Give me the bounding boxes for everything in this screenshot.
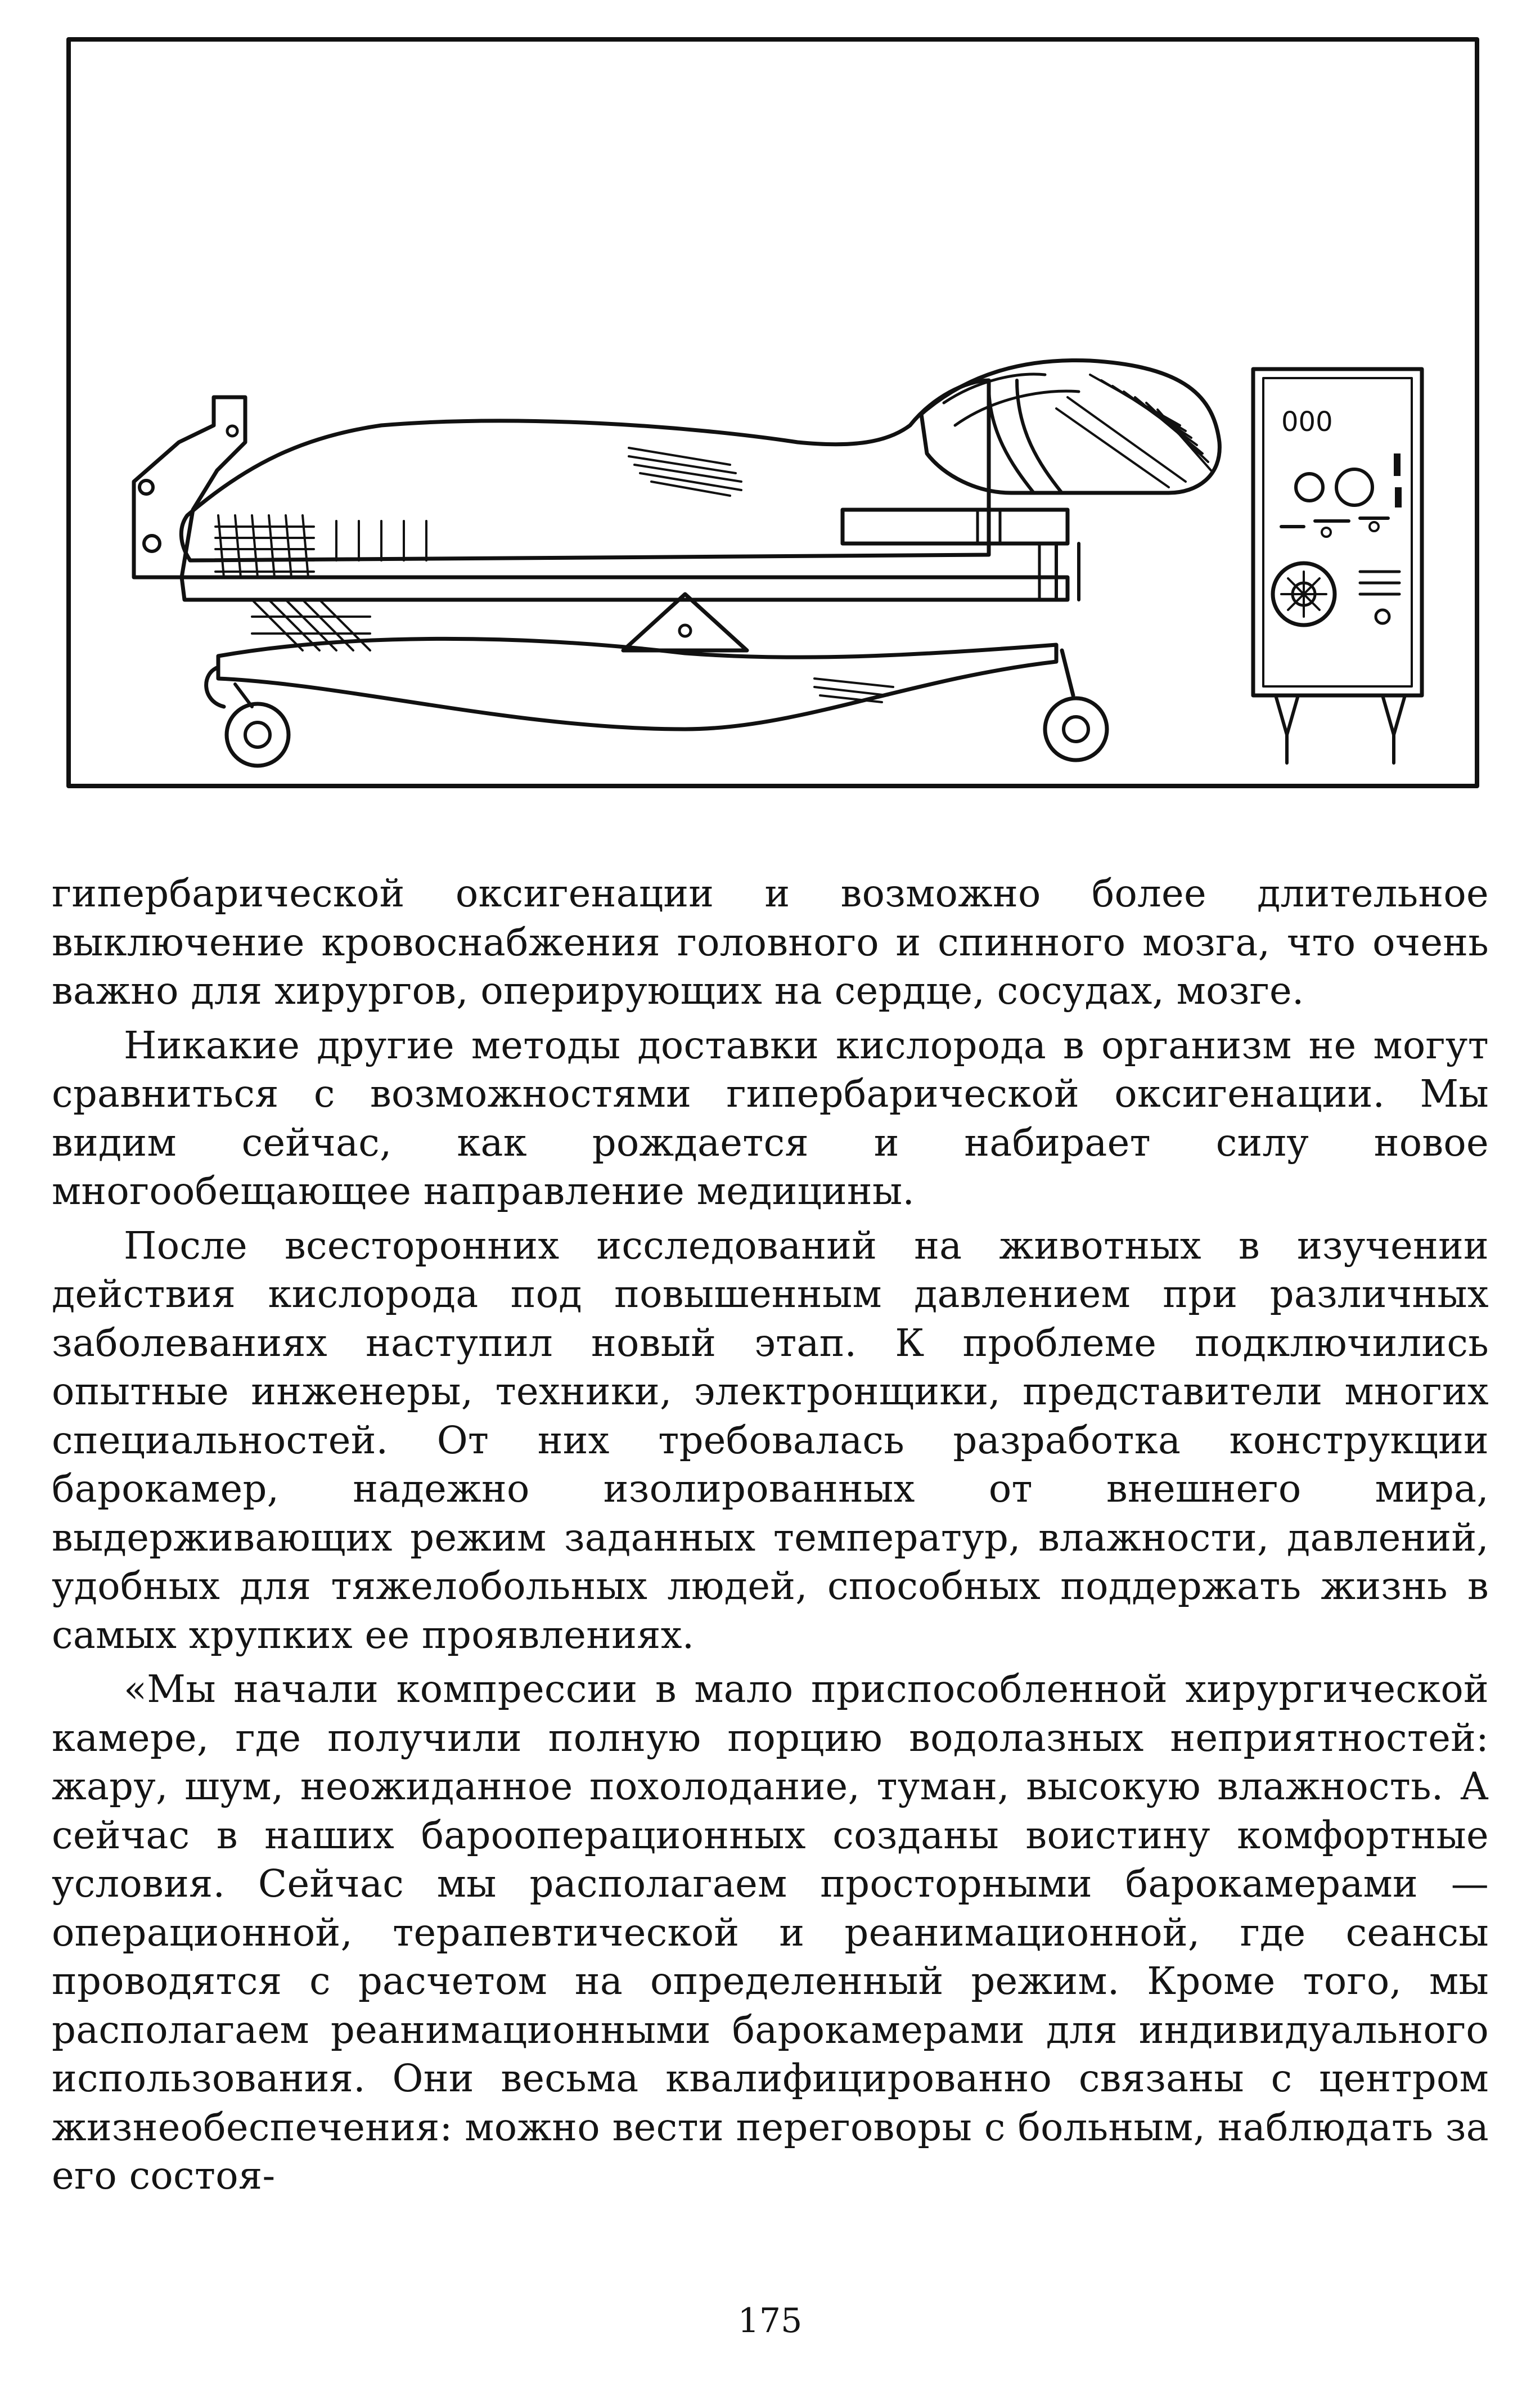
pressure-chamber-stretcher-icon: 000	[66, 37, 1479, 788]
page-number: 175	[737, 2301, 803, 2341]
body-text: гипербарической оксигенации и возможно б…	[52, 869, 1489, 2206]
paragraph: Никакие другие методы доставки кислорода…	[52, 1023, 1489, 1214]
paragraph: «Мы начали компрессии в мало приспособле…	[52, 1667, 1489, 2198]
paragraph: гипербарической оксигенации и возможно б…	[52, 872, 1489, 1013]
illustration-frame: 000	[66, 37, 1479, 788]
paragraph: После всесторонних исследований на живот…	[52, 1223, 1489, 1657]
device-display-text: 000	[1281, 406, 1333, 438]
